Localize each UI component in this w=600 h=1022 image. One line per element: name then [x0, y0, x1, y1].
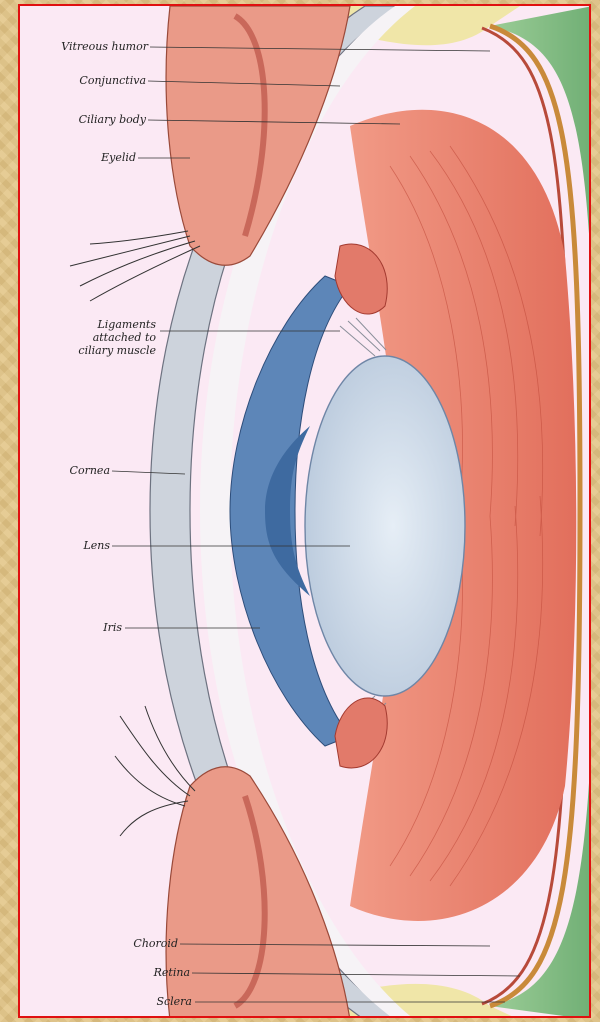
label-sclera: Sclera	[34, 995, 192, 1008]
label-ciliary-body: Ciliary body	[34, 113, 146, 126]
label-cornea: Cornea	[34, 464, 110, 477]
label-conjunctiva: Conjunctiva	[34, 74, 146, 87]
label-choroid: Choroid	[34, 937, 178, 950]
diagram-frame: Vitreous humor Conjunctiva Ciliary body …	[18, 4, 591, 1018]
lens	[305, 356, 465, 696]
label-retina: Retina	[34, 966, 190, 979]
lower-eyelid	[166, 767, 350, 1018]
label-iris: Iris	[34, 621, 122, 634]
label-ligaments: Ligaments attached to ciliary muscle	[66, 318, 156, 357]
label-lens: Lens	[34, 539, 110, 552]
label-eyelid: Eyelid	[34, 151, 136, 164]
label-vitreous-humor: Vitreous humor	[34, 40, 148, 53]
